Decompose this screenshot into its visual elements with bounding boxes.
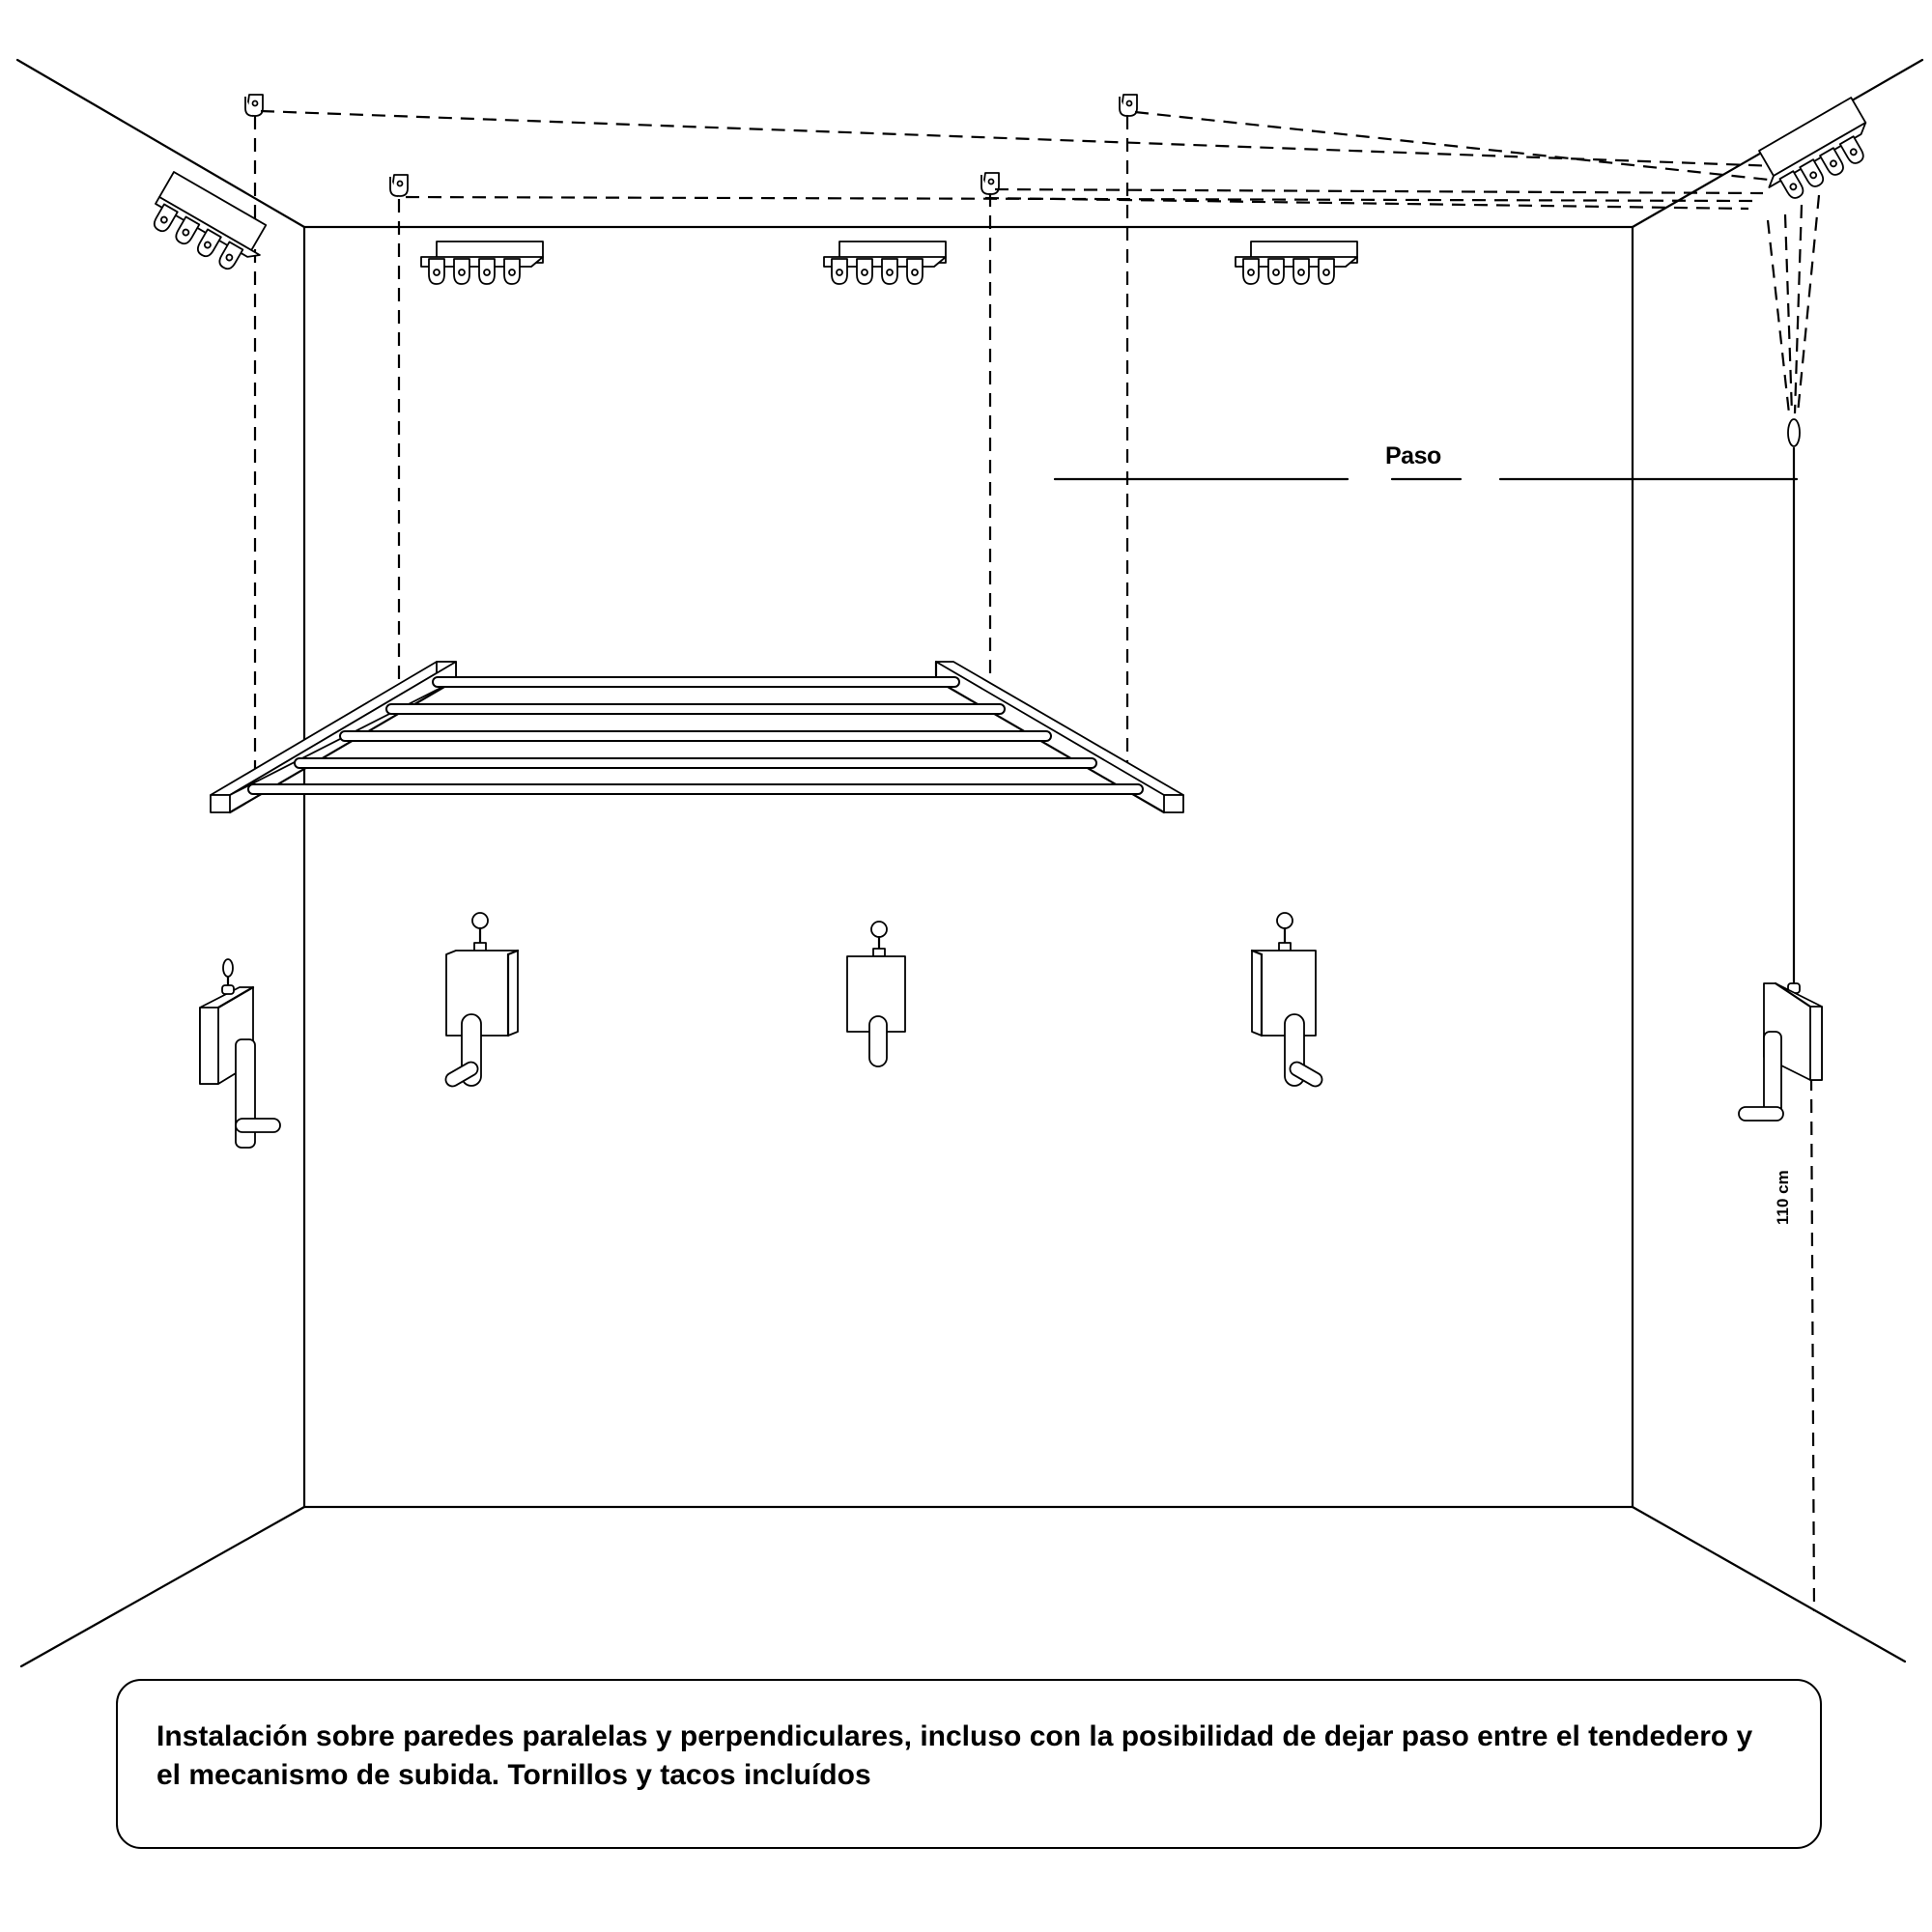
passage-label: Paso bbox=[1385, 442, 1441, 469]
cord-lines bbox=[253, 109, 1821, 1612]
ceiling-pulleys bbox=[244, 94, 1138, 197]
crank-winder-3[interactable] bbox=[846, 921, 906, 1067]
right-pulley-block bbox=[1758, 97, 1867, 202]
front-pulley-blocks bbox=[421, 242, 1357, 284]
crank-winder-2[interactable] bbox=[443, 912, 520, 1089]
crank-winder-1[interactable] bbox=[199, 958, 281, 1149]
left-pulley-block bbox=[151, 171, 268, 272]
crank-winder-5[interactable] bbox=[1738, 981, 1823, 1122]
crank-height-label: 110 cm bbox=[1774, 1170, 1792, 1225]
drying-rack bbox=[210, 660, 1184, 814]
crank-winder-4[interactable] bbox=[1250, 912, 1324, 1089]
room-outline bbox=[15, 58, 1924, 1668]
caption-box: Instalación sobre paredes paralelas y pe… bbox=[116, 1679, 1822, 1849]
pulley-ring-icon bbox=[1787, 418, 1801, 447]
caption-text: Instalación sobre paredes paralelas y pe… bbox=[156, 1720, 1753, 1791]
